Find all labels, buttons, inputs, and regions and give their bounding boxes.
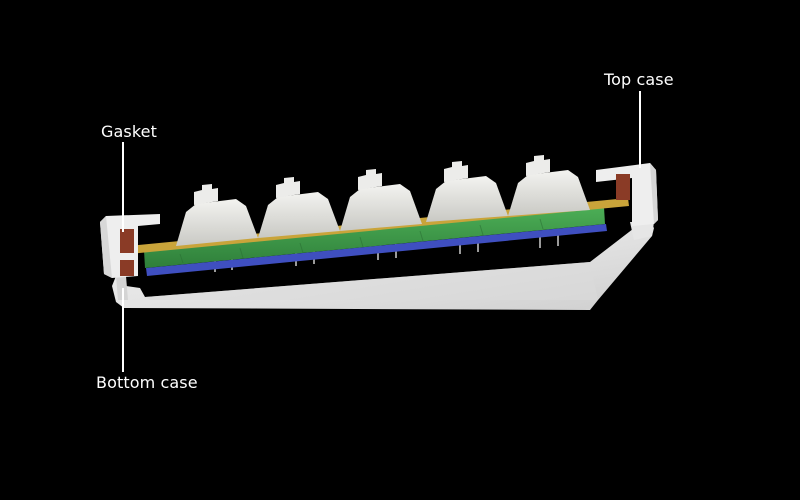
- foam-layer: [144, 207, 605, 268]
- switch-3: [340, 169, 422, 231]
- switch-1: [176, 184, 258, 246]
- top-case-label: Top case: [604, 70, 674, 89]
- gasket-label: Gasket: [101, 122, 157, 141]
- keyboard-assembly: [128, 155, 629, 276]
- switch-4: [426, 161, 508, 222]
- gasket-left: [120, 229, 134, 253]
- gasket-left-lower: [120, 260, 134, 276]
- bottom-case-label: Bottom case: [96, 373, 198, 392]
- pcb-layer: [146, 224, 607, 276]
- gasket-right: [616, 174, 630, 200]
- switch-2: [258, 177, 340, 238]
- bottom-case: [112, 222, 654, 310]
- switch-5: [508, 155, 590, 216]
- top-case-right: [596, 163, 658, 226]
